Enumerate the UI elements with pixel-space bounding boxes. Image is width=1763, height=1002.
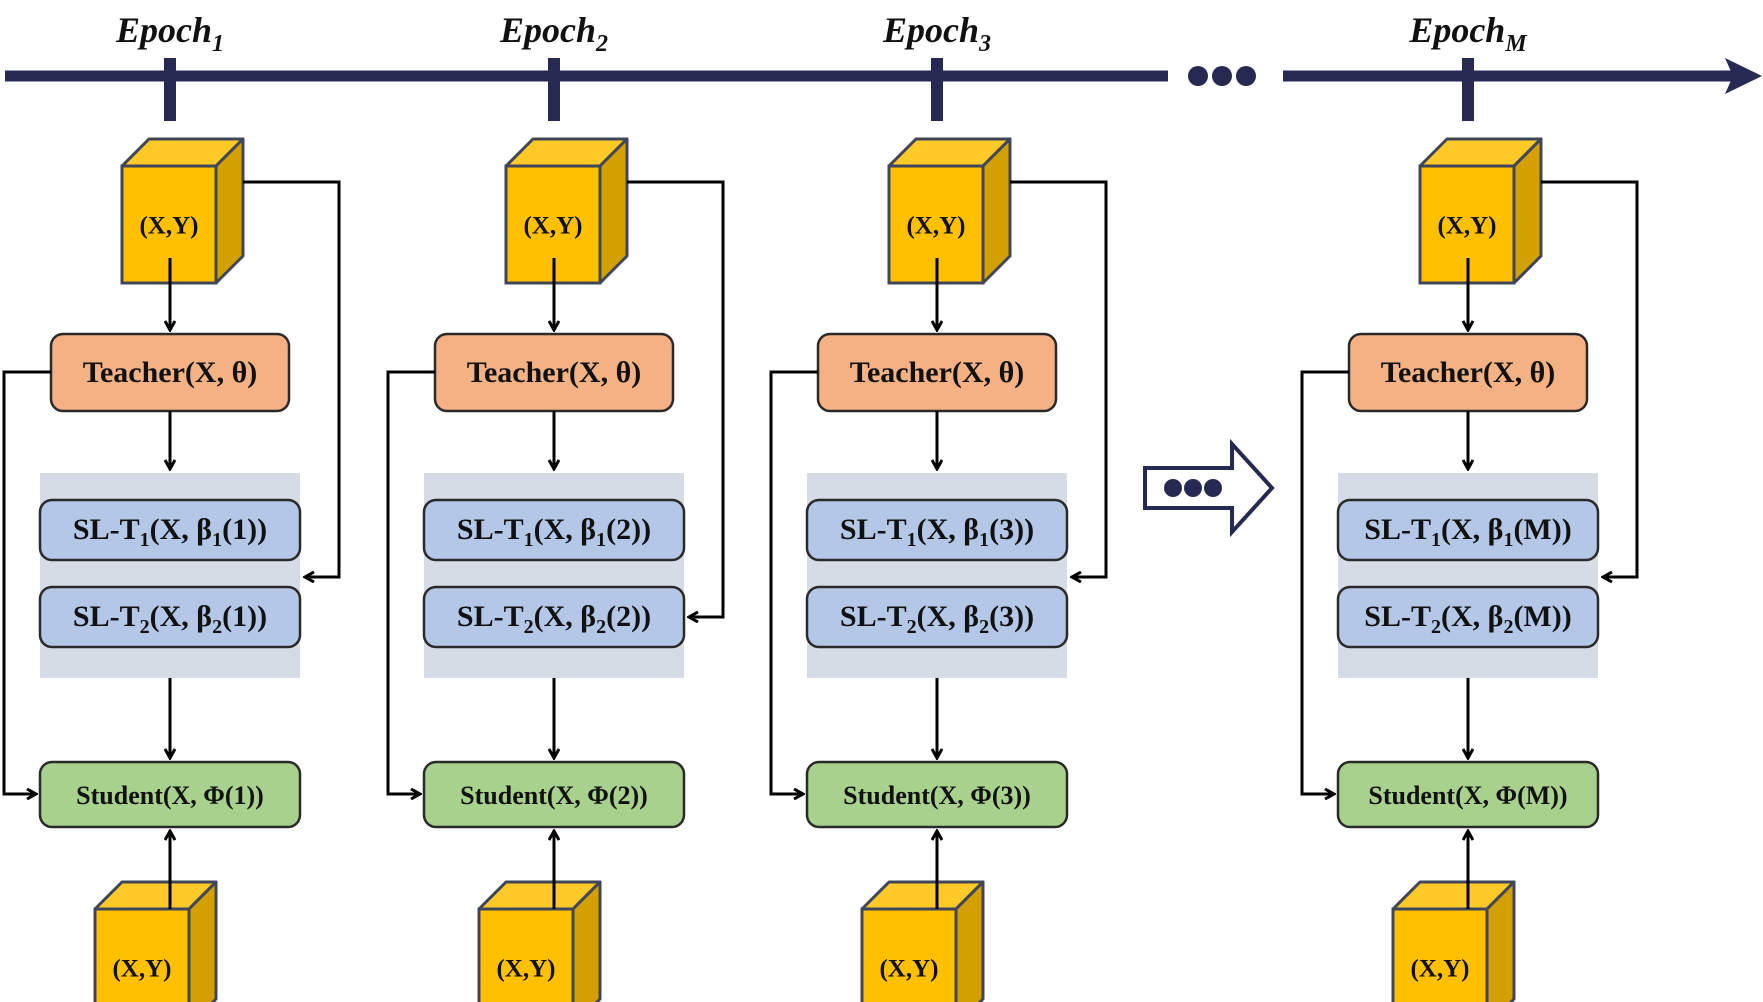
cube-label: (X,Y) xyxy=(112,956,171,983)
sl-t1-label: SL-T1(X, β1(M)) xyxy=(1364,513,1571,551)
cube-label: (X,Y) xyxy=(523,213,582,240)
arrow-teacher-to-student xyxy=(386,370,435,794)
bottom-data-cube: (X,Y) xyxy=(860,880,985,1002)
epoch-column-2: Epoch2 (X,Y) Teacher(X, θ) SL-T1(X, β1(2)) S… xyxy=(386,10,725,1002)
cube-side-face xyxy=(598,137,629,285)
student-box xyxy=(1336,760,1600,829)
epoch-label: EpochM xyxy=(1408,10,1528,57)
student-box xyxy=(422,760,686,829)
cube-label: (X,Y) xyxy=(496,956,555,983)
student-label: Student(X, Φ(1)) xyxy=(76,781,264,810)
cube-front-face xyxy=(477,907,575,1002)
cube-front-face xyxy=(860,907,958,1002)
sl-t2-label: SL-T2(X, β2(M)) xyxy=(1364,600,1571,638)
sl-t1-box xyxy=(1336,498,1600,562)
student-box xyxy=(38,760,302,829)
timeline-arrowhead xyxy=(1725,58,1762,94)
cube-side-face xyxy=(214,137,245,285)
cube-label: (X,Y) xyxy=(879,956,938,983)
sl-t2-label: SL-T2(X, β2(3)) xyxy=(840,600,1034,638)
arrow-teacher-to-student xyxy=(1300,370,1349,794)
epoch-label: Epoch1 xyxy=(115,10,224,57)
top-data-cube: (X,Y) xyxy=(504,137,629,285)
cube-label: (X,Y) xyxy=(1437,213,1496,240)
cube-front-face xyxy=(1391,907,1489,1002)
epoch-column-3: Epoch3 (X,Y) Teacher(X, θ) SL-T1(X, β1(3)) S… xyxy=(769,10,1108,1002)
teacher-label: Teacher(X, θ) xyxy=(850,356,1025,389)
cube-front-face xyxy=(93,907,191,1002)
cube-side-face xyxy=(981,137,1012,285)
sl-t2-box xyxy=(1336,585,1600,649)
sl-t2-label: SL-T2(X, β2(1)) xyxy=(73,600,267,638)
student-label: Student(X, Φ(M)) xyxy=(1368,781,1567,810)
teacher-label: Teacher(X, θ) xyxy=(1381,356,1556,389)
epoch-label: Epoch3 xyxy=(882,10,991,57)
teacher-label: Teacher(X, θ) xyxy=(83,356,258,389)
cube-side-face xyxy=(1512,137,1543,285)
bottom-data-cube: (X,Y) xyxy=(1391,880,1516,1002)
epoch-label: Epoch2 xyxy=(499,10,608,57)
teacher-label: Teacher(X, θ) xyxy=(467,356,642,389)
bottom-data-cube: (X,Y) xyxy=(93,880,218,1002)
sl-t1-label: SL-T1(X, β1(2)) xyxy=(457,513,651,551)
top-data-cube: (X,Y) xyxy=(887,137,1012,285)
student-label: Student(X, Φ(3)) xyxy=(843,781,1031,810)
epoch-column-4: EpochM (X,Y) Teacher(X, θ) SL-T1(X, β1(M)) S… xyxy=(1300,10,1639,1002)
sl-t2-box xyxy=(422,585,686,649)
arrow-feedback-to-sl xyxy=(243,180,341,577)
epoch-tick xyxy=(164,58,176,121)
epoch-column-1: Epoch1 (X,Y) Teacher(X, θ) SL-T1(X, β1(1)) S… xyxy=(2,10,341,1002)
sl-t1-box xyxy=(805,498,1069,562)
sl-t1-box xyxy=(38,498,302,562)
epoch-tick xyxy=(931,58,943,121)
sl-t1-label: SL-T1(X, β1(1)) xyxy=(73,513,267,551)
student-box xyxy=(805,760,1069,829)
epochs: Epoch1 (X,Y) Teacher(X, θ) SL-T1(X, β1(1)) S… xyxy=(2,10,1639,1002)
sl-t1-box xyxy=(422,498,686,562)
cube-label: (X,Y) xyxy=(139,213,198,240)
sl-t2-label: SL-T2(X, β2(2)) xyxy=(457,600,651,638)
three-dots-icon xyxy=(1188,66,1256,86)
bottom-data-cube: (X,Y) xyxy=(477,880,602,1002)
epoch-tick xyxy=(548,58,560,121)
arrow-feedback-to-sl xyxy=(1010,180,1108,577)
arrow-teacher-to-student xyxy=(2,370,51,794)
sl-t1-label: SL-T1(X, β1(3)) xyxy=(840,513,1034,551)
arrow-feedback-to-sl xyxy=(627,180,725,617)
arrow-feedback-to-sl xyxy=(1541,180,1639,577)
arrow-teacher-to-student xyxy=(769,370,818,794)
top-data-cube: (X,Y) xyxy=(1418,137,1543,285)
sl-t2-box xyxy=(805,585,1069,649)
cube-label: (X,Y) xyxy=(1410,956,1469,983)
sl-t2-box xyxy=(38,585,302,649)
top-data-cube: (X,Y) xyxy=(120,137,245,285)
epoch-tick xyxy=(1462,58,1474,121)
cube-label: (X,Y) xyxy=(906,213,965,240)
student-label: Student(X, Φ(2)) xyxy=(460,781,648,810)
timeline xyxy=(5,58,1762,94)
hollow-right-arrow-with-dots-icon xyxy=(1143,438,1275,538)
